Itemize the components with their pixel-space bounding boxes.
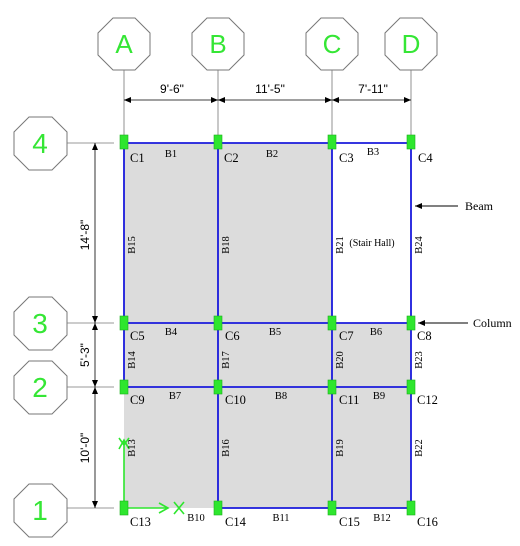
column-labels: C1 C2 C3 C4 C5 C6 C7 C8 C9 C10 C11 C12 C… xyxy=(130,151,438,529)
grid-bubble xyxy=(97,17,151,71)
dimension-b-c: 11'-5" xyxy=(255,82,285,96)
column-label: C7 xyxy=(339,329,354,343)
beam-label: B6 xyxy=(370,327,382,338)
column xyxy=(213,379,223,395)
column xyxy=(406,500,416,516)
beam-label: B20 xyxy=(335,351,346,369)
dimension-c-d: 7'-11" xyxy=(358,82,388,96)
slab-panel xyxy=(124,143,218,323)
grid-bubble xyxy=(13,360,68,415)
beam-label: B15 xyxy=(127,236,138,254)
column-label: C1 xyxy=(130,151,145,165)
column-label: C8 xyxy=(417,329,432,343)
grid-letter-a: A xyxy=(115,29,133,59)
grid-bubbles-numbers: 4 3 2 1 xyxy=(13,116,68,538)
grid-bubbles-letters: A B C D xyxy=(97,17,438,71)
dimension-4-3: 14'-8" xyxy=(78,220,92,251)
column-label: C15 xyxy=(339,515,360,529)
grid-bubble xyxy=(13,116,68,171)
annotation-arrows xyxy=(415,203,468,326)
dimension-3-2: 5'-3" xyxy=(78,343,92,367)
beam-label: B9 xyxy=(373,391,385,402)
column xyxy=(327,500,337,516)
column xyxy=(327,134,337,150)
column-label: C6 xyxy=(225,329,240,343)
grid-number-3: 3 xyxy=(32,308,48,339)
beam-label: B17 xyxy=(221,351,232,369)
grid-bubble xyxy=(191,17,245,71)
column-label: C11 xyxy=(339,393,359,407)
slab-panels xyxy=(124,143,411,508)
column xyxy=(119,315,129,331)
grid-number-2: 2 xyxy=(32,372,48,403)
beam-label: B4 xyxy=(165,327,178,338)
annotation-column: Column xyxy=(473,316,512,330)
slab-panel xyxy=(124,323,411,387)
beam-label: B18 xyxy=(221,236,232,254)
beam-label: B19 xyxy=(335,439,346,457)
dimension-2-1: 10'-0" xyxy=(78,433,92,464)
grid-bubble xyxy=(13,296,68,351)
column xyxy=(406,315,416,331)
column-label: C14 xyxy=(225,515,247,529)
column-label: C4 xyxy=(418,151,433,165)
beam-label: B21 xyxy=(335,236,346,254)
column xyxy=(119,500,129,516)
column xyxy=(406,134,416,150)
slab-panel xyxy=(218,143,332,323)
column xyxy=(119,134,129,150)
column-label: C2 xyxy=(224,151,239,165)
annotation-beam: Beam xyxy=(465,199,494,213)
column xyxy=(213,315,223,331)
column-label: C5 xyxy=(130,329,145,343)
beam-label: B2 xyxy=(266,149,278,160)
vertical-beam-labels: B15 B18 B21 B24 B14 B17 B20 B23 B13 B16 … xyxy=(127,236,425,457)
beam-label: B10 xyxy=(187,513,205,524)
beam-label: B13 xyxy=(127,439,138,457)
slab-panel xyxy=(124,387,411,508)
local-axis-symbol xyxy=(118,437,185,515)
column-label: C12 xyxy=(417,393,438,407)
column xyxy=(213,134,223,150)
room-label: (Stair Hall) xyxy=(349,238,394,249)
beam-label: B23 xyxy=(414,351,425,369)
grid-number-4: 4 xyxy=(32,128,48,159)
grid-letter-d: D xyxy=(402,29,421,59)
column xyxy=(327,379,337,395)
beam-label: B22 xyxy=(414,439,425,457)
column-label: C3 xyxy=(339,151,354,165)
column xyxy=(327,315,337,331)
column xyxy=(406,379,416,395)
beam-label: B24 xyxy=(414,236,425,254)
beam-label: B16 xyxy=(221,439,232,457)
beam-label: B8 xyxy=(275,391,287,402)
horizontal-beam-labels: B1 B2 B3 B4 B5 B6 B7 B8 B9 B10 B11 B12 xyxy=(165,147,391,524)
column-label: C10 xyxy=(225,393,246,407)
column-label: C13 xyxy=(130,515,151,529)
dimension-lines xyxy=(92,97,411,508)
beam-label: B7 xyxy=(169,391,181,402)
column-label: C9 xyxy=(130,393,145,407)
column xyxy=(213,500,223,516)
grid-letter-b: B xyxy=(209,29,226,59)
beam-label: B3 xyxy=(367,147,379,158)
columns xyxy=(119,134,416,516)
beam-label: B1 xyxy=(165,149,177,160)
grid-number-1: 1 xyxy=(32,495,48,526)
beam-label: B11 xyxy=(272,513,289,524)
grid-letter-c: C xyxy=(323,29,342,59)
dimension-a-b: 9'-6" xyxy=(160,82,184,96)
grid-bubble xyxy=(384,17,438,71)
column xyxy=(119,379,129,395)
beam-label: B5 xyxy=(269,327,281,338)
beam-label: B14 xyxy=(127,351,138,369)
column-label: C16 xyxy=(417,515,438,529)
beam-label: B12 xyxy=(373,513,391,524)
grid-bubble xyxy=(305,17,359,71)
grid-bubble xyxy=(13,483,68,538)
